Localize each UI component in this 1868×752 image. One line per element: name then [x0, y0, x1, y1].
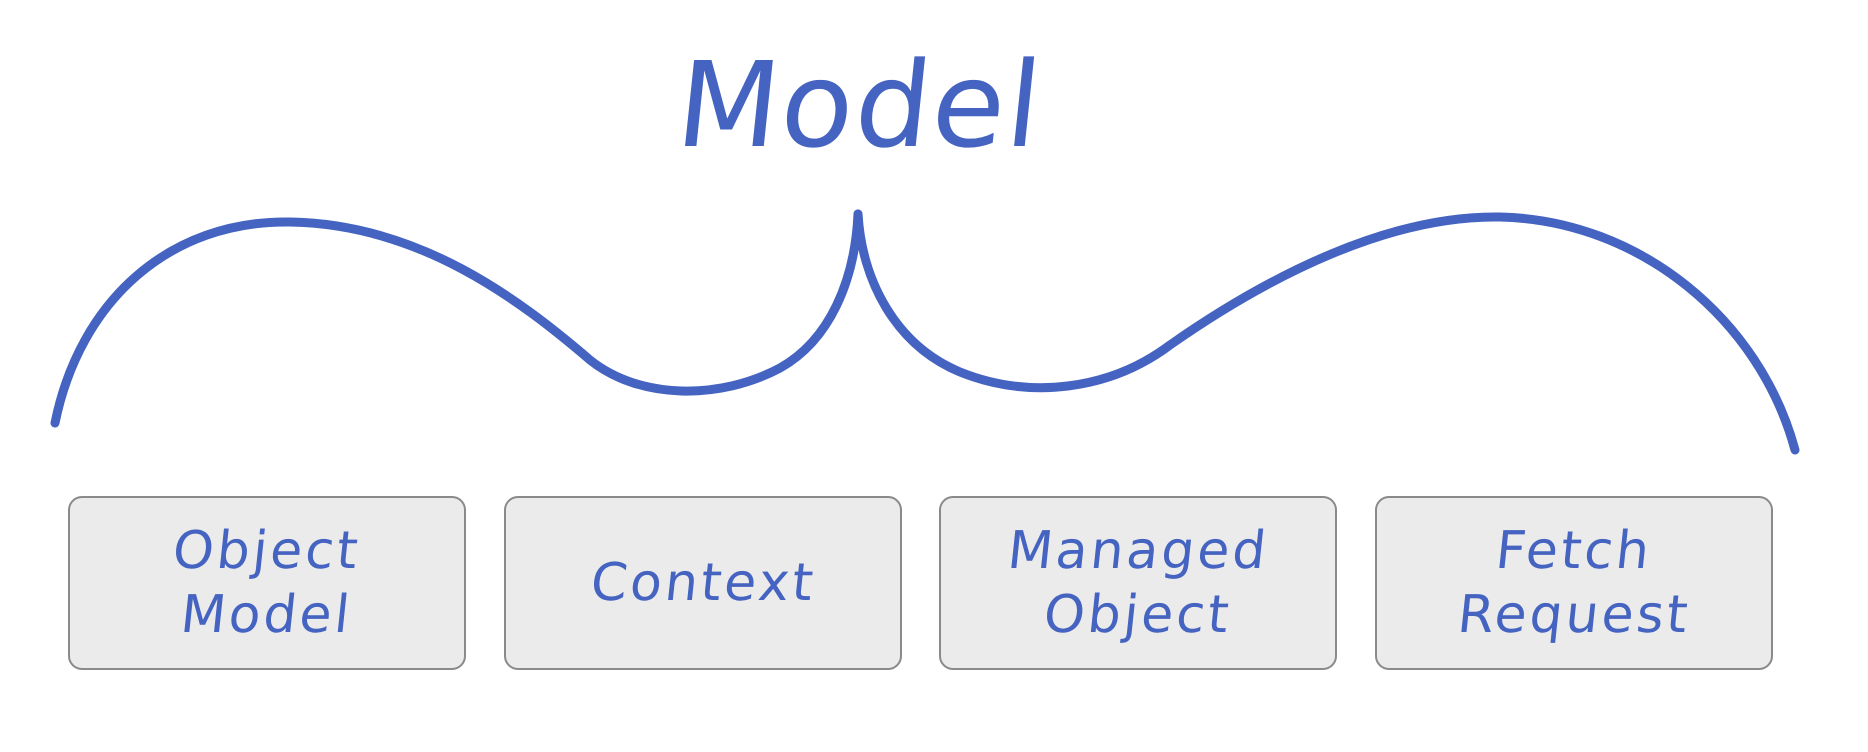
box-label-line1: Context: [587, 553, 819, 613]
box-managed-object: Managed Object: [939, 496, 1337, 670]
brace-left-arm: [50, 209, 863, 428]
box-object-model: Object Model: [68, 496, 466, 670]
box-label-line2: Object: [1041, 585, 1235, 645]
box-label-line2: Request: [1454, 585, 1694, 645]
box-label-line1: Fetch: [1492, 521, 1656, 581]
box-fetch-request: Fetch Request: [1375, 496, 1773, 670]
box-context: Context: [504, 496, 902, 670]
box-label-line1: Managed: [1004, 521, 1272, 581]
box-label-line2: Model: [178, 585, 356, 645]
box-label-line1: Object: [170, 521, 364, 581]
brace-right-arm: [853, 209, 1800, 455]
